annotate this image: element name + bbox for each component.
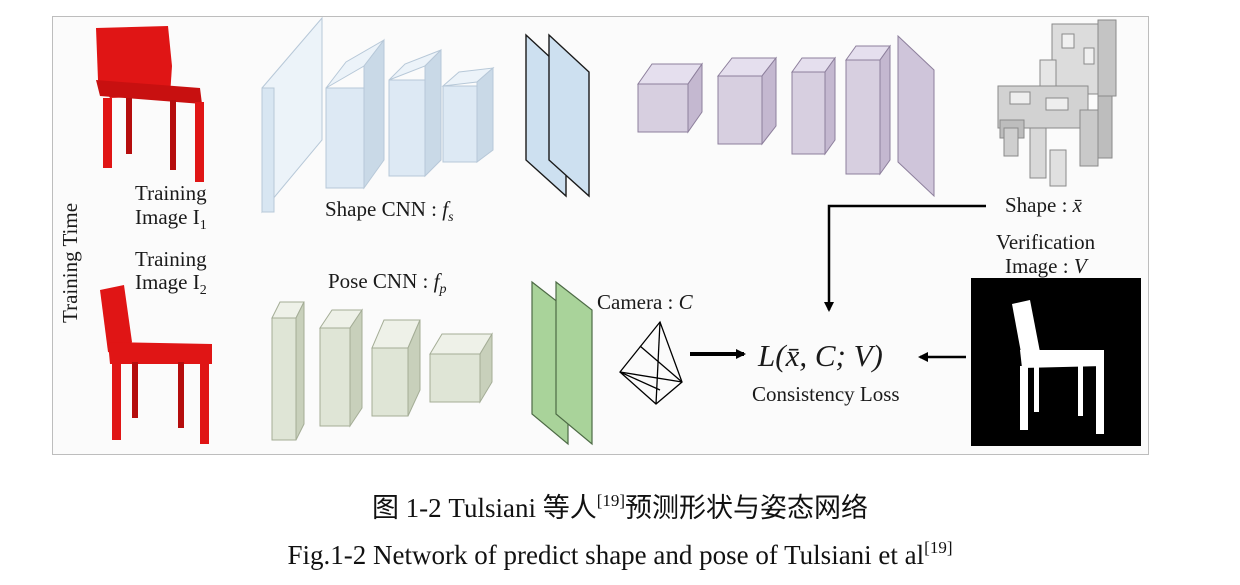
verification-label: Verification Image : V	[996, 230, 1100, 278]
shape-decoder-layers	[637, 34, 935, 198]
pose-fc-plane-2	[555, 280, 593, 446]
camera-frustum-icon	[619, 320, 683, 405]
pose-cnn-layers	[271, 301, 493, 441]
shape-cnn-layers	[261, 16, 495, 214]
training-image-2-label: Training Image I2	[135, 247, 212, 298]
figure-frame	[52, 16, 1149, 455]
shape-to-loss-arrow	[824, 204, 986, 312]
decoder-layer-3	[791, 56, 836, 156]
training-image-1-chair	[96, 26, 204, 182]
shape-cnn-layer-4	[441, 66, 495, 163]
caption-english: Fig.1-2 Network of predict shape and pos…	[287, 538, 953, 570]
training-image-1-label: Training Image I1	[135, 181, 212, 233]
pose-fc-planes	[531, 280, 593, 446]
shape-output-label: Shape : x̄	[1005, 193, 1083, 217]
verification-image	[971, 278, 1141, 446]
shape-cnn-layer-3	[388, 48, 442, 178]
pose-cnn-layer-4	[429, 332, 493, 404]
shape-cnn-label: Shape CNN : fs	[325, 197, 454, 225]
pose-cnn-label: Pose CNN : fp	[328, 269, 446, 297]
pose-cnn-layer-3	[371, 319, 421, 417]
shape-cnn-layer-2	[325, 38, 385, 190]
training-time-label: Training Time	[58, 203, 82, 323]
loss-formula: L(x̄, C; V)	[757, 338, 883, 373]
caption-chinese: 图 1-2 Tulsiani 等人[19]预测形状与姿态网络	[371, 491, 869, 523]
verification-chair-silhouette	[1012, 300, 1104, 434]
pose-cnn-layer-1	[271, 301, 305, 441]
shape-cnn-layer-1	[261, 16, 323, 214]
camera-label: Camera : C	[597, 290, 694, 314]
caption-english-citation: [19]	[924, 538, 953, 557]
decoder-layer-1	[637, 62, 703, 134]
shape-fc-planes	[525, 33, 590, 198]
consistency-loss-label: Consistency Loss	[752, 382, 900, 406]
voxel-chair-shape	[997, 19, 1117, 187]
training-image-2-chair	[100, 285, 212, 444]
pose-cnn-layer-2	[319, 308, 363, 428]
network-diagram: Training Time Training Image I1 Training…	[58, 16, 1141, 446]
decoder-layer-2	[716, 56, 778, 146]
shape-fc-plane-2	[548, 33, 590, 198]
arrows	[690, 204, 986, 362]
caption-chinese-citation: [19]	[596, 491, 626, 510]
decoder-layer-4	[845, 44, 891, 176]
decoder-layer-5	[897, 34, 935, 198]
